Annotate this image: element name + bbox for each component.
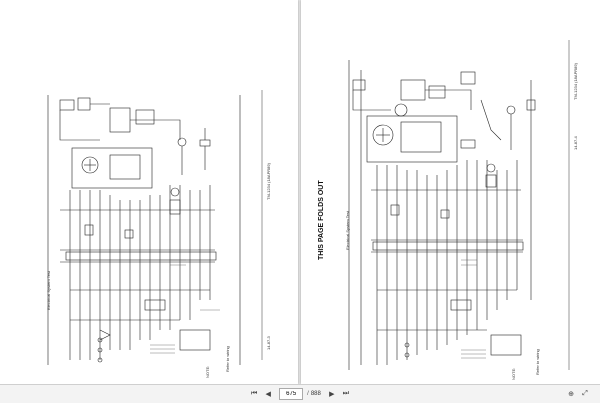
right-side-code: TM-1234 (18APR89) (573, 63, 578, 100)
page-indicator: / 888 (279, 388, 321, 400)
right-header-text: Electrical System Test (345, 210, 350, 250)
left-page: Electrical System Test TM-1234 (18APR89)… (0, 0, 298, 384)
right-notes-label: NOTE: (511, 367, 516, 380)
previous-page-icon[interactable]: ◀ (265, 391, 271, 398)
right-wiring-schematic (348, 40, 570, 370)
right-ref-label: Refer to wiring (535, 349, 540, 375)
left-header-text: Electrical System Test (46, 270, 51, 310)
left-side-code: TM-1234 (18APR89) (266, 163, 271, 200)
zoom-in-icon[interactable]: ⊕ (568, 391, 574, 398)
page-separator: / (307, 391, 309, 397)
next-page-icon[interactable]: ▶ (329, 391, 335, 398)
right-footer-code: 14-87-4 (573, 136, 578, 150)
left-notes-label: NOTE: (205, 365, 210, 378)
left-footer-code: 14-87-3 (266, 336, 271, 350)
total-pages: 888 (310, 391, 321, 397)
fold-out-notice: THIS PAGE FOLDS OUT (318, 180, 325, 260)
left-ref-label: Refer to wiring (225, 346, 230, 372)
page-navigation-toolbar: ⏮ ◀ / 888 ▶ ⏭ ⊕ ⤢ (0, 384, 600, 403)
right-page: Electrical System Test TM-1234 (18APR89)… (301, 0, 600, 384)
left-wiring-schematic (47, 90, 263, 365)
last-page-icon[interactable]: ⏭ (342, 390, 349, 397)
current-page-input[interactable] (279, 388, 304, 400)
fit-page-icon[interactable]: ⤢ (582, 390, 588, 397)
first-page-icon[interactable]: ⏮ (251, 390, 258, 397)
